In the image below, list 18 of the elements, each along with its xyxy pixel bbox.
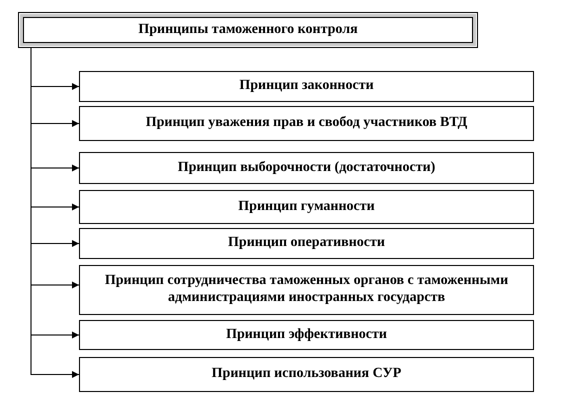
heading-box	[18, 12, 478, 48]
principle-box	[79, 152, 534, 184]
box-label: Принцип выборочности (достаточности)	[176, 160, 436, 176]
box-label: Принцип законности	[238, 78, 375, 95]
box-label: Принцип оперативности	[227, 235, 386, 252]
box-label: Принцип гуманности	[237, 198, 376, 216]
principle-box	[79, 265, 534, 315]
principle-box	[79, 106, 534, 141]
box-label: Принцип эффективности	[225, 326, 388, 344]
box-label: Принцип использования СУР	[210, 366, 402, 383]
principle-box	[79, 357, 534, 392]
principle-box	[79, 320, 534, 350]
box-label: Принцип сотрудничества таможенных органов с таможенными администрациями иностранных государств	[104, 273, 510, 307]
principle-box	[79, 71, 534, 102]
principle-box	[79, 190, 534, 224]
box-label: Принцип уважения прав и свобод участников ВТД	[144, 115, 468, 132]
heading-text: Принципы таможенного контроля	[137, 22, 359, 38]
principle-box	[79, 228, 534, 259]
